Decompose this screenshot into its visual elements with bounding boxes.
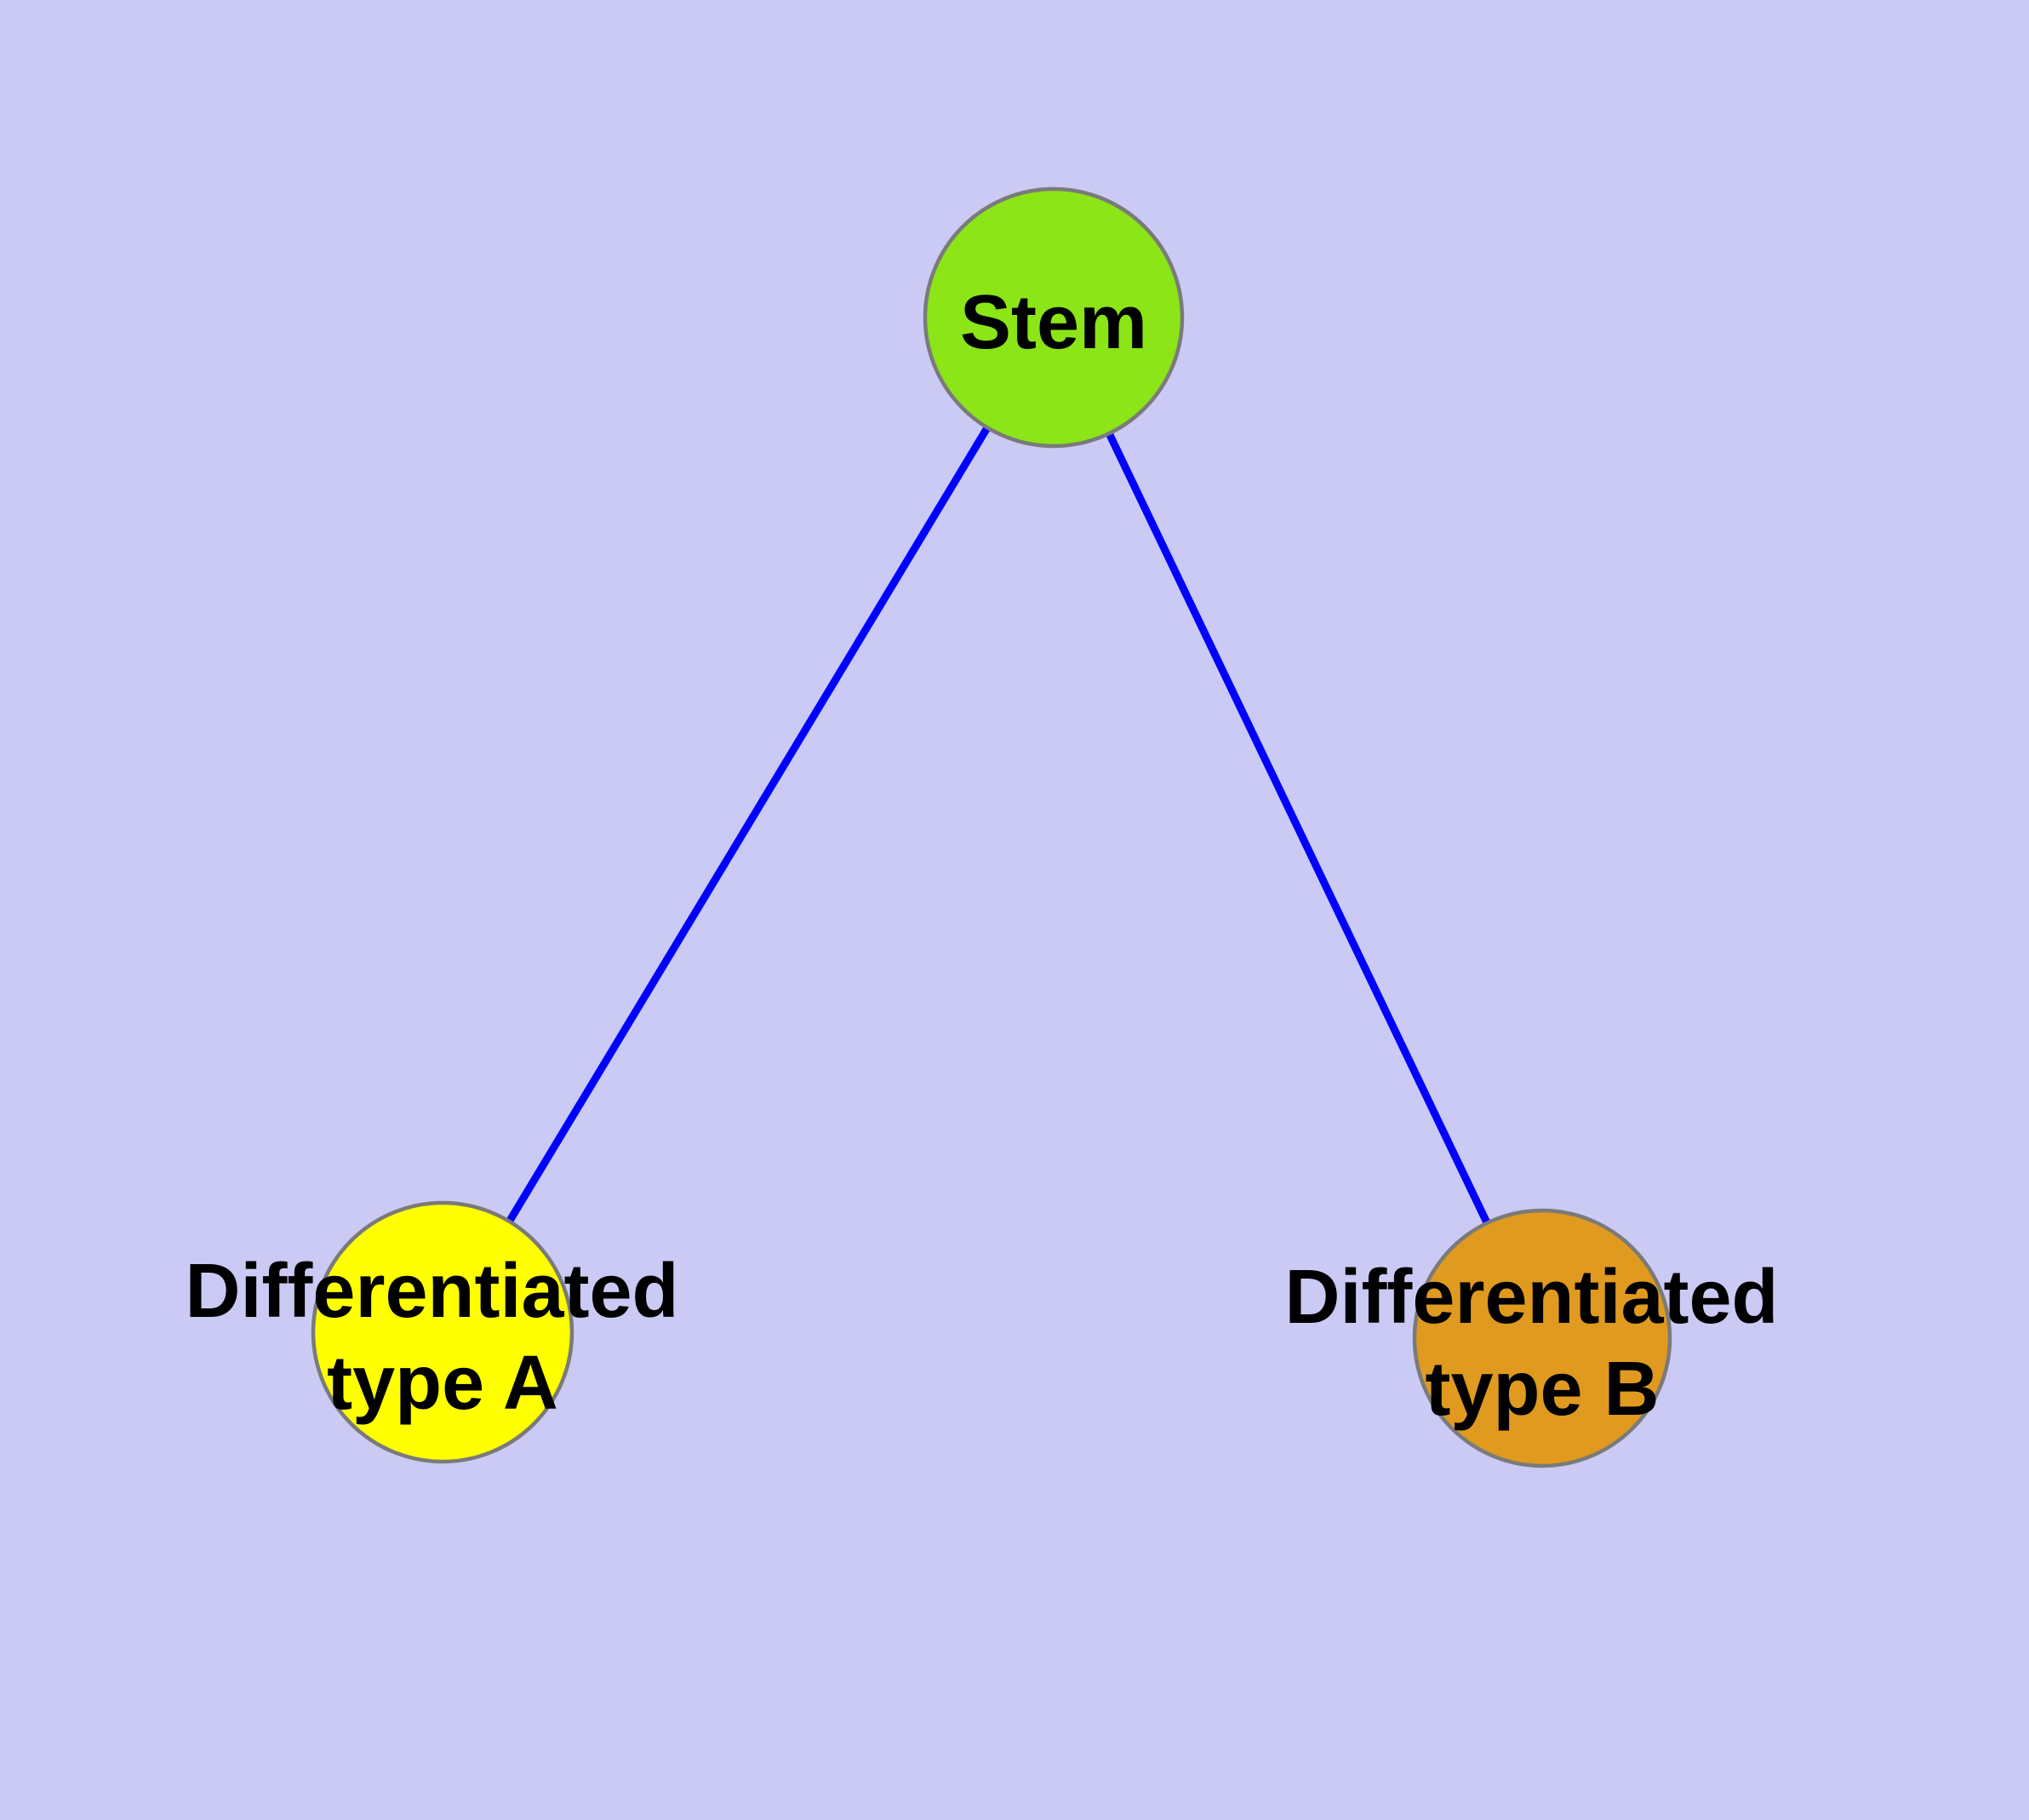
type-b-label-line2: type B [1425, 1347, 1659, 1432]
stem-node-label: Stem [960, 280, 1147, 365]
stem-node-circle [923, 186, 1185, 449]
edge-stem-to-type-a [439, 315, 1057, 1335]
edge-stem-to-type-b [1049, 316, 1546, 1340]
type-a-label-line2: type A [327, 1341, 558, 1426]
type-b-node-circle [1412, 1208, 1672, 1468]
type-a-node-circle [311, 1200, 574, 1464]
type-b-label-line1: Differentiated [1284, 1255, 1778, 1340]
type-a-node-label: Differentiated type A [185, 1249, 700, 1426]
type-a-label-line1: Differentiated [185, 1249, 678, 1334]
type-b-node-label: Differentiated type B [1284, 1255, 1799, 1432]
